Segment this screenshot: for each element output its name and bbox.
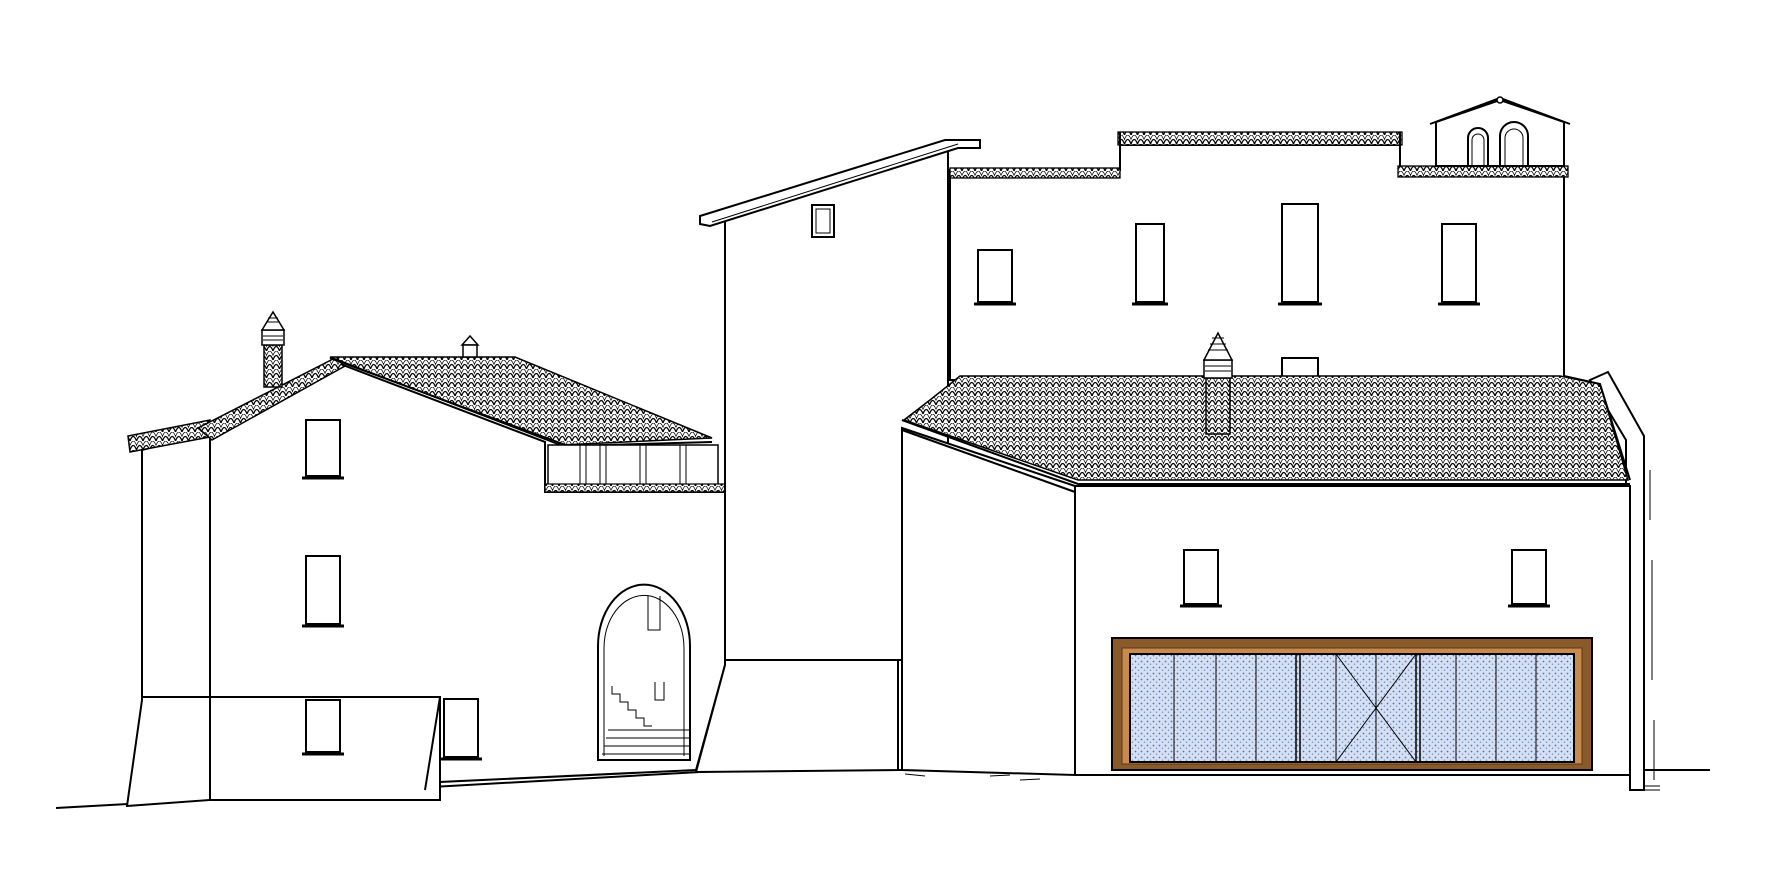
chimney-left — [260, 310, 286, 388]
parapet-center — [1117, 131, 1403, 146]
window — [443, 698, 479, 758]
gable-roof-left — [196, 357, 347, 441]
window — [1441, 223, 1477, 303]
bell-gable — [1429, 96, 1571, 167]
arched-doorway — [597, 583, 691, 761]
window — [305, 699, 341, 753]
loggia — [544, 444, 726, 493]
window — [811, 204, 835, 238]
left-house — [125, 310, 726, 808]
chimney-right — [1202, 331, 1234, 435]
window — [1135, 223, 1165, 303]
lower-right-building — [901, 331, 1655, 791]
central-tower — [694, 139, 981, 774]
window — [1511, 549, 1547, 605]
parapet-right — [1397, 165, 1569, 178]
window — [1281, 203, 1319, 303]
window — [305, 555, 341, 625]
window — [305, 419, 341, 477]
ground-marks — [904, 773, 1660, 791]
parapet-left — [949, 167, 1121, 179]
tower-roof — [699, 139, 981, 228]
upper-block — [949, 96, 1571, 411]
roof-vent — [460, 334, 480, 358]
glazed-opening — [1111, 637, 1593, 771]
window — [1183, 549, 1219, 605]
window — [977, 249, 1013, 303]
